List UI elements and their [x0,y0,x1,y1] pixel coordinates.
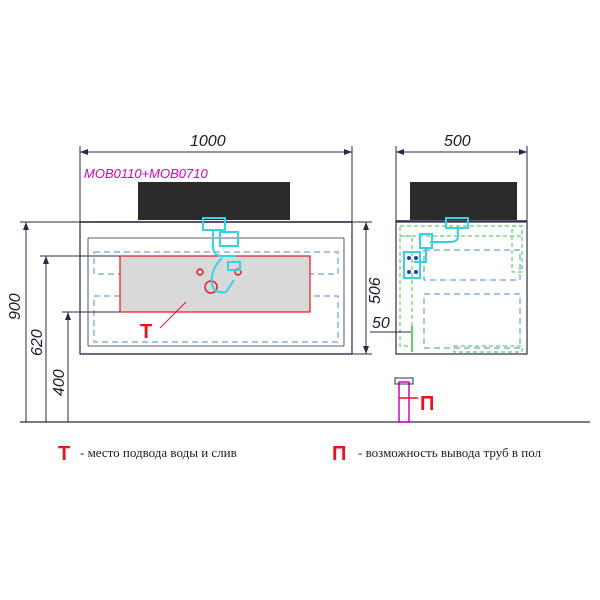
connection-zone [119,255,311,313]
dim-arrow-left-1000 [80,149,88,155]
side-siphon-hole-2 [414,256,418,260]
dim-arrow-right-1000 [344,149,352,155]
dim-arrow-top-900 [23,222,29,230]
dim-label-400: 400 [51,369,68,396]
legend: Т - место подвода воды и слив П - возмож… [58,443,542,465]
side-dashed-drawer-upper [423,249,521,281]
side-view: 500 50 П [370,133,528,423]
dim-arrow-top-506 [363,222,369,230]
dim-arrow-top-400 [65,312,71,320]
front-view: 1000 MOB0110+MOB0710 Т [79,133,353,355]
side-green-zone-left [399,235,413,347]
marker-p-drawing: П [420,393,434,415]
model-label: MOB0110+MOB0710 [84,166,208,181]
side-siphon-hole-3 [407,270,411,274]
legend-marker-t: Т [58,443,70,465]
side-green-zone-bottom [453,345,523,353]
connection-hole-left [196,268,204,276]
legend-marker-p: П [332,443,346,465]
floor-pipe [398,381,410,423]
side-dashed-drawer-lower [423,293,521,349]
dim-arrow-bottom-506 [363,346,369,354]
legend-text-t: - место подвода воды и слив [80,445,237,460]
dim-label-506: 506 [367,277,384,304]
front-basin [138,182,290,220]
legend-text-p: - возможность вывода труб в пол [358,445,542,460]
dim-arrow-top-620 [43,256,49,264]
side-siphon [403,217,469,279]
dim-arrow-left-500 [396,149,404,155]
floor-pipe-cap [394,377,414,385]
dim-label-50: 50 [372,315,390,332]
dim-label-620: 620 [29,329,46,356]
side-basin [410,182,517,220]
leader-t [159,301,187,329]
marker-t-drawing: Т [140,321,152,343]
front-siphon [202,217,241,294]
dim-arrow-right-500 [519,149,527,155]
side-siphon-hole-1 [407,256,411,260]
side-siphon-hole-4 [414,270,418,274]
front-dashed-drawer-upper [93,251,339,275]
dim-label-500: 500 [444,133,471,150]
height-dimensions: 900 620 400 [7,221,120,422]
dim-label-1000: 1000 [190,133,226,150]
dim-506-group: 506 [352,221,384,355]
dim-label-900: 900 [7,293,24,320]
side-cabinet [395,221,528,355]
